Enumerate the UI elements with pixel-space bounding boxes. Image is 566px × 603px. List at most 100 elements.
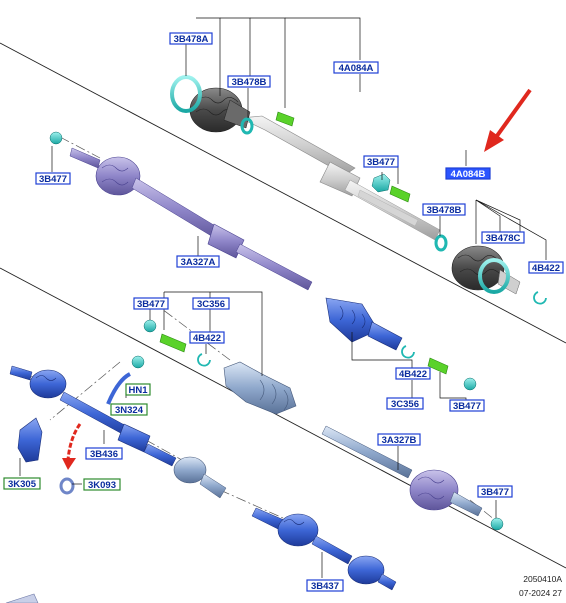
label-text: 3B478B — [232, 77, 267, 88]
part-label-3b436: 3B436 — [85, 447, 123, 460]
driveshaft-purple — [49, 131, 313, 291]
label-text: 4B422 — [532, 263, 560, 274]
label-box — [306, 579, 344, 592]
label-text: 3C356 — [197, 299, 225, 310]
nut-3B477-e — [490, 517, 504, 531]
part-label-3b478a: 3B478A — [169, 32, 213, 45]
label-box — [377, 433, 421, 446]
axis-line — [59, 136, 101, 159]
part-label-3b478b: 3B478B — [422, 203, 466, 216]
label-box — [227, 75, 271, 88]
label-box — [422, 203, 466, 216]
part-label-hn1: HN1 — [125, 383, 151, 396]
label-text: 4A084B — [451, 169, 486, 180]
inner-joint-blue — [325, 297, 403, 351]
part-label-4b422: 4B422 — [528, 261, 564, 274]
divider-line-2 — [0, 267, 566, 569]
part-label-4b422: 4B422 — [395, 367, 431, 380]
footer-date: 07-2024 27 — [519, 588, 562, 598]
clip-3N324 — [106, 372, 132, 405]
label-box — [528, 261, 564, 274]
label-text: 3C356 — [391, 399, 419, 410]
grease-pack-mid — [389, 185, 411, 203]
splined-shaft — [357, 189, 419, 227]
footer-code: 2050410A — [523, 574, 562, 584]
label-box — [35, 172, 71, 185]
label-box — [477, 485, 513, 498]
label-box — [125, 383, 151, 396]
driveshaft-lower-bottom — [251, 507, 397, 591]
label-box — [445, 167, 491, 180]
label-text: 3A327A — [181, 257, 216, 268]
bearing-bracket-3K305 — [17, 417, 43, 463]
red-arrow-upper — [484, 88, 532, 152]
part-label-3b477: 3B477 — [449, 399, 485, 412]
axis-line — [49, 361, 121, 421]
label-text: 4B422 — [193, 333, 221, 344]
part-label-3k093: 3K093 — [83, 478, 121, 491]
seal-3K093 — [59, 477, 75, 495]
cv-boot-blue-left — [29, 369, 67, 399]
label-box — [386, 397, 424, 410]
cv-boot-blue-end — [347, 555, 385, 585]
label-text: 3K305 — [8, 479, 37, 490]
circlip-middle — [401, 345, 415, 359]
grease-pack-left — [159, 333, 187, 353]
driveshaft-lower-right — [321, 425, 504, 531]
label-box — [85, 447, 123, 460]
label-box — [333, 61, 379, 74]
label-text: 3A327B — [382, 435, 417, 446]
part-label-3b477: 3B477 — [35, 172, 71, 185]
clamp-ring-3B478A — [170, 75, 202, 113]
part-label-4a084b: 4A084B — [445, 167, 491, 180]
label-box — [481, 231, 525, 244]
label-text: 4A084A — [339, 63, 374, 74]
axis-line — [219, 489, 311, 531]
label-box — [363, 155, 399, 168]
label-text: 3B477 — [481, 487, 509, 498]
grease-pack-right — [427, 357, 449, 375]
axis-line — [149, 299, 231, 361]
label-box — [395, 367, 431, 380]
nut-3B477-a — [371, 173, 391, 193]
cv-joint-lower-left — [173, 456, 207, 484]
label-text: 3B437 — [311, 581, 339, 592]
part-label-3b478c: 3B478C — [481, 231, 525, 244]
circlip-left — [197, 353, 211, 367]
part-label-3b477: 3B477 — [133, 297, 169, 310]
label-text: 3B478B — [427, 205, 462, 216]
label-box — [133, 297, 169, 310]
label-text: 3B478A — [174, 34, 209, 45]
nut-3B477-b — [49, 131, 63, 145]
cv-boot-lower-right — [409, 469, 459, 511]
label-text: 3B477 — [367, 157, 395, 168]
divider-lines — [0, 42, 566, 569]
part-label-3b437: 3B437 — [306, 579, 344, 592]
label-text: 3B477 — [39, 174, 67, 185]
label-box — [192, 297, 230, 310]
clamp-ring-3B478B-lower — [434, 234, 448, 252]
label-box — [3, 477, 41, 490]
part-label-4a084a: 4A084A — [333, 61, 379, 74]
part-label-3n324: 3N324 — [110, 403, 148, 416]
part-label-3c356: 3C356 — [386, 397, 424, 410]
driveshaft-lower-left — [9, 365, 227, 499]
label-box — [110, 403, 148, 416]
label-text: 3B477 — [453, 401, 481, 412]
part-label-3b477: 3B477 — [477, 485, 513, 498]
part-label-3c356: 3C356 — [192, 297, 230, 310]
divider-line-1 — [0, 42, 566, 344]
label-box — [83, 478, 121, 491]
label-text: 3N324 — [115, 405, 144, 416]
clamp-ring-3B478C — [478, 258, 510, 294]
label-box — [169, 32, 213, 45]
nut-3B477-d — [143, 319, 157, 333]
label-text: HN1 — [128, 385, 148, 396]
label-text: 4B422 — [399, 369, 427, 380]
corner-tab-icon — [5, 593, 39, 603]
part-label-3a327a: 3A327A — [176, 255, 220, 268]
label-box — [449, 399, 485, 412]
leader-lines — [19, 17, 547, 578]
